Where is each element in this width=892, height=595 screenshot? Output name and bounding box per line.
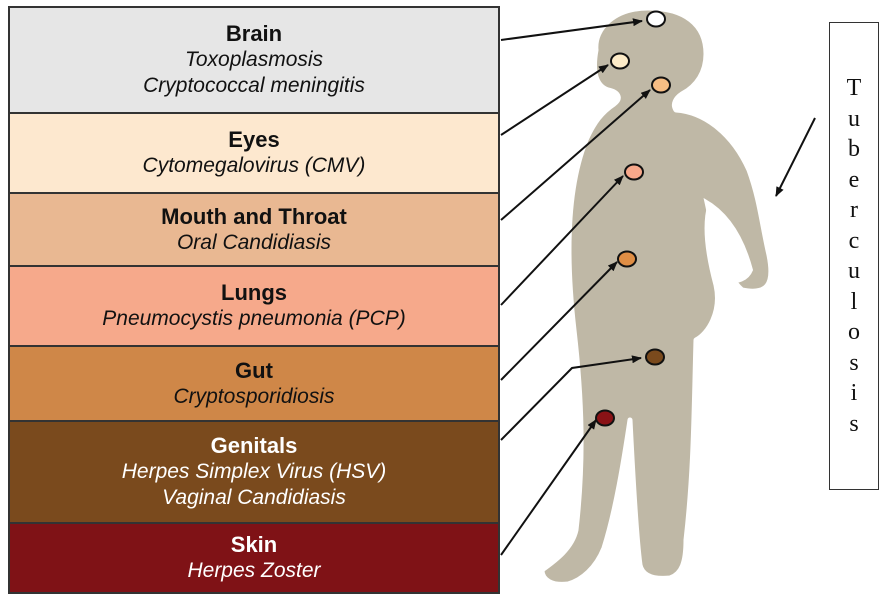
tuberculosis-label: T u b e r c u l o s i s bbox=[829, 22, 879, 490]
arrow-tuberculosis bbox=[776, 118, 815, 196]
tb-letter: i bbox=[851, 378, 858, 409]
tb-letter: l bbox=[851, 287, 858, 318]
marker-genitals bbox=[646, 350, 664, 365]
human-silhouette bbox=[542, 8, 771, 584]
marker-gut bbox=[618, 252, 636, 267]
marker-mouth-throat bbox=[652, 78, 670, 93]
tb-letter: s bbox=[849, 409, 858, 440]
marker-brain bbox=[647, 12, 665, 27]
tb-letter: s bbox=[849, 348, 858, 379]
tb-letter: u bbox=[848, 104, 860, 135]
tb-letter: e bbox=[849, 165, 860, 196]
tb-letter: c bbox=[849, 226, 860, 257]
marker-skin bbox=[596, 411, 614, 426]
marker-eyes bbox=[611, 54, 629, 69]
tb-letter: o bbox=[848, 317, 860, 348]
tb-letter: u bbox=[848, 256, 860, 287]
tb-letter: b bbox=[848, 134, 860, 165]
tb-letter: r bbox=[850, 195, 858, 226]
tb-letter: T bbox=[847, 73, 862, 104]
marker-lungs bbox=[625, 165, 643, 180]
